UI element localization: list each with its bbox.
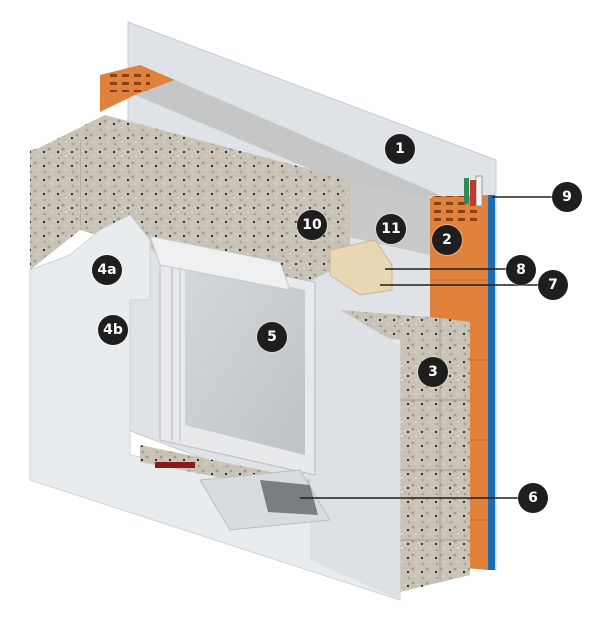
pipe-white [475,175,483,207]
marker-5: 5 [257,322,287,352]
marker-4a: 4a [92,255,122,285]
window-head [149,235,291,291]
sill-strip [155,462,195,468]
wood-bracket [329,239,393,296]
marker-6: 6 [518,483,548,513]
insulation-top [35,115,350,205]
marker-7: 7 [538,270,568,300]
sill-shadow [260,480,318,515]
marker-8: 8 [506,255,536,285]
marker-2: 2 [432,225,462,255]
pipe-green [464,178,469,204]
blue-membrane [488,195,495,570]
insulation-left [30,140,80,270]
marker-3: 3 [418,357,448,387]
marker-9: 9 [552,182,582,212]
pipe-red [470,180,476,206]
marker-1: 1 [385,134,415,164]
marker-11: 11 [376,214,406,244]
marker-10: 10 [297,210,327,240]
insulation-lintel-block [80,140,350,290]
lintel-top [135,80,440,205]
marker-4b: 4b [98,315,128,345]
render-reveal [310,310,400,600]
window-glass [185,265,305,455]
